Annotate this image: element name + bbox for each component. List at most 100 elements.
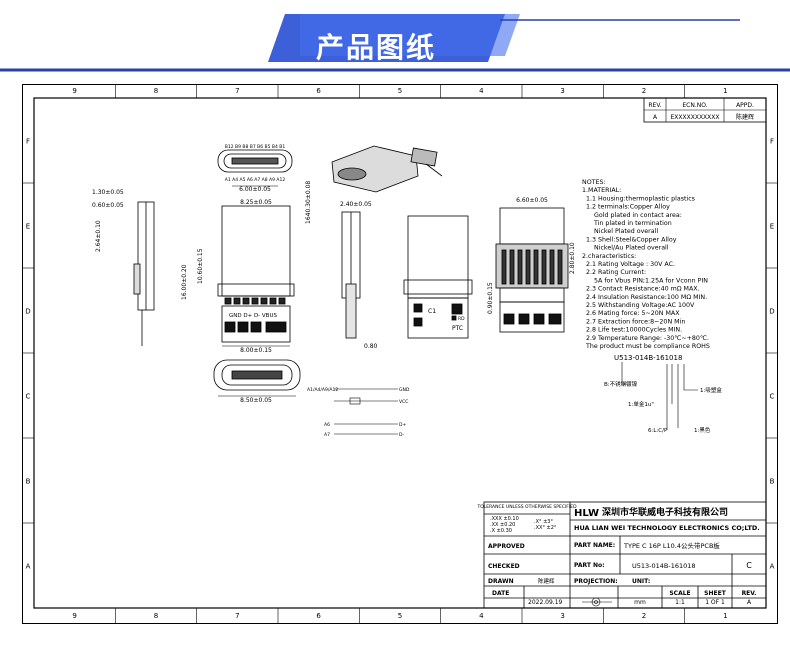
note-line: 2.1 Rating Voltage : 30V AC.: [582, 261, 675, 268]
sch-right-2: D+: [399, 422, 406, 428]
dim-0-90: 0.90±0.15: [487, 282, 494, 314]
row-label: D: [769, 308, 774, 316]
shell-detail-view: [495, 207, 569, 333]
dim-6-60: 6.60±0.05: [516, 197, 548, 204]
note-line: Gold plated in contact area:: [582, 212, 682, 219]
ecn-header: ECN.NO.: [682, 102, 707, 109]
dim-16-00: 16.00±0.20: [181, 264, 188, 300]
row-label: B: [770, 478, 775, 486]
column-label: 3: [560, 612, 564, 620]
company-en: HUA LIAN WEI TECHNOLOGY ELECTRONICS CO;L…: [574, 524, 760, 532]
date-value: 2022.09.19: [528, 599, 563, 606]
row-label: A: [26, 563, 31, 571]
note-line: 2.5 Withstanding Voltage:AC 100V: [582, 302, 695, 309]
column-label: 8: [154, 612, 158, 620]
scale-label: SCALE: [669, 590, 690, 597]
note-line: 2.9 Temperature Range: -30℃~+80℃.: [582, 335, 709, 342]
column-label: 6: [316, 87, 321, 95]
back-pcb-view: [403, 215, 473, 339]
header-banner: [0, 14, 790, 72]
rev-letter: C: [746, 561, 752, 570]
dim-10-60: 10.60±0.15: [197, 248, 204, 284]
note-line: 2.4 Insulation Resistance:100 MΩ MIN.: [582, 294, 707, 301]
note-line: NOTES:: [582, 179, 606, 186]
row-label: E: [26, 223, 30, 231]
pin-face-view: [217, 149, 293, 173]
sch-right-3: D-: [399, 432, 404, 438]
sch-right-1: VCC: [399, 399, 408, 405]
note-line: 2.2 Rating Current:: [582, 269, 646, 276]
sch-left-2: A6: [324, 422, 330, 428]
column-label: 9: [72, 87, 76, 95]
note-line: Nickel/Au Plated overall: [582, 245, 669, 252]
column-label: 6: [316, 612, 321, 620]
mouth-view: [213, 359, 301, 391]
unit-value: mm: [634, 599, 646, 606]
note-line: 2.characteristics:: [582, 253, 636, 260]
column-label: 4: [479, 87, 484, 95]
note-line: 2.8 Life test:10000Cycles MIN.: [582, 327, 682, 334]
column-label: 2: [642, 87, 646, 95]
schematic: [334, 388, 398, 435]
row-label: C: [26, 393, 31, 401]
appd-value: 陈建辉: [736, 113, 754, 121]
note-line: 2.3 Contact Resistance:40 mΩ MAX.: [582, 286, 700, 293]
scale-value: 1:1: [675, 599, 685, 606]
revision-table: REV. ECN.NO. APPD. A EXXXXXXXXXXX 陈建辉: [643, 97, 767, 123]
drawn-by: 陈建辉: [538, 577, 555, 585]
sheet-label: SHEET: [704, 590, 727, 597]
column-label: 5: [398, 87, 402, 95]
company-cn: 深圳市华联威电子科技有限公司: [602, 506, 728, 518]
dim-0-80: 0.80: [364, 343, 378, 350]
row-label: E: [770, 223, 774, 231]
code-l1-label: 1:吸塑盒: [700, 386, 722, 394]
note-line: 1.3 Shell:Steel&Copper Alloy: [582, 236, 677, 243]
row-label: A: [770, 563, 775, 571]
note-line: Tin plated in termination: [582, 220, 672, 227]
note-line: 5A for Vbus PIN;1.25A for Vconn PIN: [582, 277, 708, 284]
checked-label: CHECKED: [488, 563, 520, 570]
column-label: 2: [642, 612, 646, 620]
rev-header: REV.: [648, 102, 661, 109]
column-label: 7: [235, 612, 239, 620]
code-l2-label: 1:单金1u": [628, 400, 654, 408]
note-line: 1.2 terminals:Copper Alloy: [582, 204, 670, 211]
part-no-value: U513-014B-161018: [632, 562, 696, 570]
column-label: 9: [72, 612, 76, 620]
side-profile-left: [133, 201, 155, 346]
side-profile-middle: [341, 211, 361, 339]
banner-title: 产品图纸: [316, 31, 437, 64]
date-label: DATE: [492, 590, 509, 597]
dim-8-25: 8.25±0.05: [240, 199, 272, 206]
ang-row-1: .XX° ±2°: [534, 525, 557, 531]
dim-2-80: 2.80±0.10: [569, 242, 576, 274]
sch-right-0: GND: [399, 387, 410, 393]
dim-1640: 1640.30±0.08: [305, 181, 312, 224]
projection-symbol-icon: [582, 597, 612, 607]
code-l4-label: 1:黑色: [694, 426, 711, 434]
column-label: 8: [154, 87, 158, 95]
dim-8-50: 8.50±0.05: [240, 397, 272, 404]
dim-1-30: 1.30±0.05: [92, 189, 124, 196]
part-name-value: TYPE C 16P L10.4公头带PCB板: [623, 541, 720, 550]
code-l3-label: 6:L:C/P: [648, 428, 668, 434]
row-label: B: [26, 478, 31, 486]
part-code: U513-014B-161018: [614, 354, 682, 362]
pins-top-label: B12 B9 B8 B7 B6 B5 B4 B1: [225, 144, 286, 150]
dim-0-60: 0.60±0.05: [92, 202, 124, 209]
drawn-label: DRAWN: [488, 578, 514, 585]
note-line: Nickel Plated overall: [582, 228, 658, 235]
dim-2-64: 2.64±0.10: [95, 220, 102, 252]
label-c1: C1: [428, 308, 436, 315]
row-label: F: [770, 138, 774, 146]
part-name-label: PART NAME:: [574, 542, 615, 549]
note-line: 1.MATERIAL:: [582, 187, 621, 194]
tolerance-header: TOLERANCE UNLESS OTHERWISE SPECIFIED: [476, 504, 577, 510]
part-no-label: PART No:: [574, 562, 605, 569]
tol-row-0: .XXX ±0.10: [490, 516, 519, 522]
rev-value: A: [653, 114, 658, 121]
dim-8-00: 8.00±0.15: [240, 347, 272, 354]
ang-row-0: .X° ±3°: [534, 519, 553, 525]
